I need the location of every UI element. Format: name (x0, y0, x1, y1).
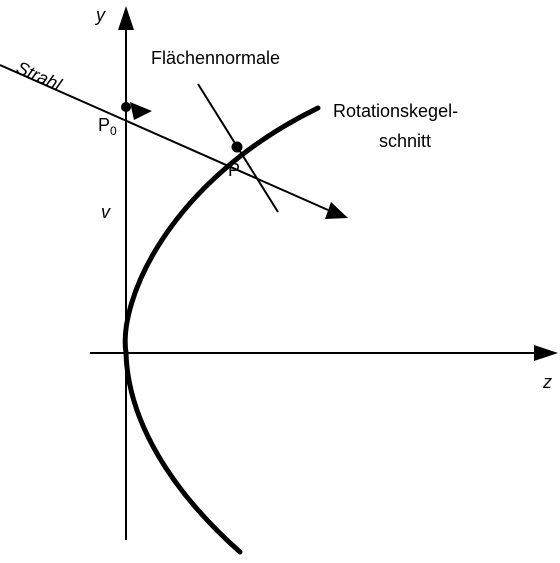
normal-label: Flächennormale (151, 48, 280, 68)
point-p-marker (231, 141, 243, 153)
point-p0-marker (121, 102, 131, 112)
surface-label-line1: Rotationskegel- (333, 101, 458, 121)
ray-label: Strahl (13, 57, 65, 95)
y-axis-label: y (94, 5, 106, 25)
point-p0-label-main: P (98, 115, 110, 135)
point-p-label: P (228, 160, 240, 180)
point-p0-label: P0 (98, 115, 117, 138)
ray-line (0, 64, 329, 211)
z-axis-label: z (542, 372, 552, 392)
conic-section-curve (122, 105, 321, 555)
surface-label-line2: schnitt (379, 131, 431, 151)
y-axis-arrowhead (118, 6, 134, 30)
v-label: v (101, 202, 111, 222)
point-p0-label-subscript: 0 (110, 124, 117, 138)
ray-arrowhead-start (130, 102, 152, 120)
z-axis-arrowhead (534, 345, 558, 361)
ray-arrowhead-end (325, 202, 348, 219)
